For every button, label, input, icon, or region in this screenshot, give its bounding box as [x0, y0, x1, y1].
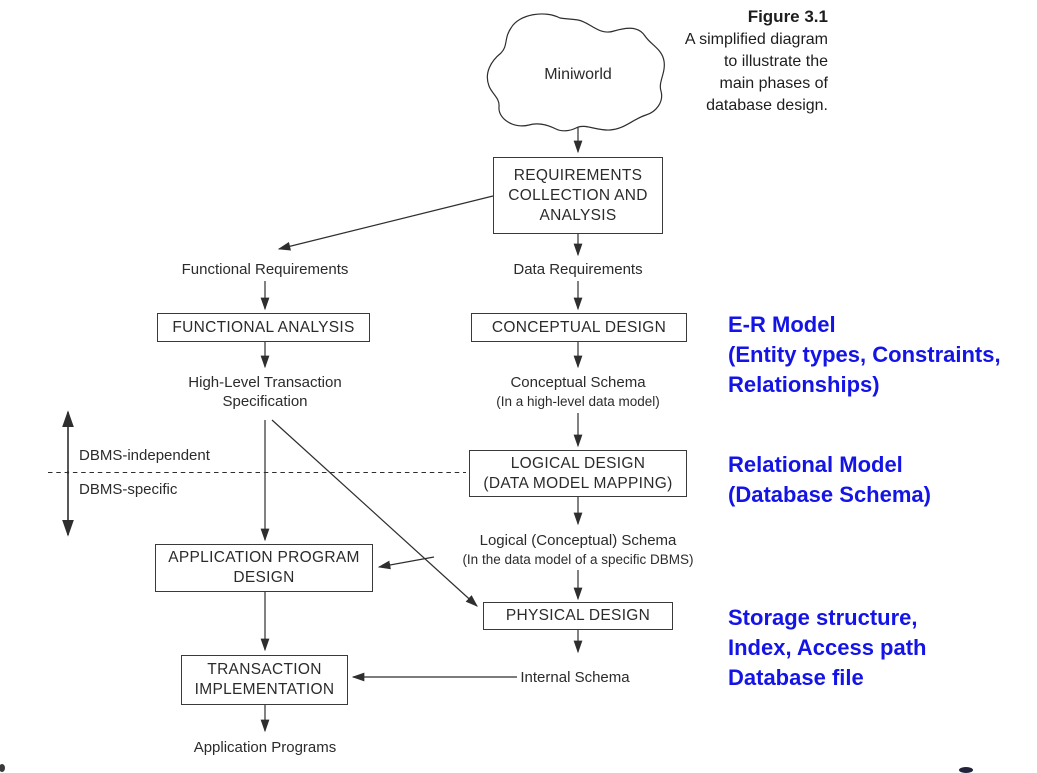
box-line: CONCEPTUAL DESIGN: [491, 318, 667, 336]
figure-caption-title: Figure 3.1: [747, 7, 828, 26]
label-line: Conceptual Schema: [510, 374, 646, 391]
annotation-line: Storage structure,: [728, 605, 918, 630]
miniworld-label: Miniworld: [544, 66, 612, 83]
annotation-er-model: E-R Model (Entity types, Constraints, Re…: [728, 310, 1001, 400]
figure-caption-line: A simplified diagram: [684, 31, 828, 48]
label-high-level-transaction-spec: High-Level Transaction Specification: [140, 373, 390, 411]
box-logical-design: LOGICAL DESIGN (DATA MODEL MAPPING): [469, 450, 687, 497]
arrow-transaction-spec-to-physical-design: [271, 419, 478, 607]
label-conceptual-schema: Conceptual Schema (In a high-level data …: [453, 373, 703, 411]
miniworld-cloud-shape: [486, 13, 665, 132]
annotation-line: Index, Access path: [728, 635, 927, 660]
label-line: Logical (Conceptual) Schema: [479, 532, 677, 549]
label-dbms-specific: DBMS-specific: [79, 481, 178, 498]
label-line: Specification: [222, 393, 308, 410]
box-line: COLLECTION AND: [508, 186, 648, 204]
box-line: IMPLEMENTATION: [194, 681, 335, 698]
annotation-physical-storage: Storage structure, Index, Access path Da…: [728, 603, 926, 693]
box-line: REQUIREMENTS: [513, 166, 643, 184]
label-logical-schema: Logical (Conceptual) Schema (In the data…: [448, 531, 708, 569]
box-application-program-design: APPLICATION PROGRAM DESIGN: [155, 544, 373, 592]
label-functional-requirements: Functional Requirements: [181, 261, 349, 278]
box-line: DESIGN: [233, 569, 295, 586]
box-line: FUNCTIONAL ANALYSIS: [172, 318, 355, 336]
label-application-programs: Application Programs: [193, 739, 337, 756]
box-requirements-collection-analysis: REQUIREMENTS COLLECTION AND ANALYSIS: [493, 157, 663, 234]
label-internal-schema: Internal Schema: [520, 669, 630, 686]
box-conceptual-design: CONCEPTUAL DESIGN: [471, 313, 687, 342]
box-line: (DATA MODEL MAPPING): [483, 474, 673, 492]
annotation-line: (Entity types, Constraints,: [728, 342, 1001, 367]
box-line: PHYSICAL DESIGN: [505, 607, 651, 624]
label-data-requirements: Data Requirements: [513, 261, 643, 278]
arrow-requirements-to-functional-requirements: [277, 195, 494, 251]
annotation-relational-model: Relational Model (Database Schema): [728, 450, 931, 510]
annotation-line: Relational Model: [728, 452, 903, 477]
annotation-line: E-R Model: [728, 312, 836, 337]
box-line: ANALYSIS: [539, 206, 617, 224]
annotation-line: Database file: [728, 665, 864, 690]
annotation-line: (Database Schema): [728, 482, 931, 507]
annotation-line: Relationships): [728, 372, 880, 397]
label-dbms-independent: DBMS-independent: [79, 447, 210, 464]
figure-caption-line: main phases of: [719, 75, 828, 92]
box-functional-analysis: FUNCTIONAL ANALYSIS: [157, 313, 370, 342]
figure-caption-line: to illustrate the: [723, 53, 828, 70]
arrow-logical-schema-to-application-program-design: [377, 556, 435, 570]
box-line: LOGICAL DESIGN: [510, 454, 646, 472]
figure-caption: Figure 3.1 A simplified diagram to illus…: [598, 6, 828, 117]
label-line: (In a high-level data model): [496, 394, 660, 409]
figure-caption-line: database design.: [706, 97, 828, 114]
box-physical-design: PHYSICAL DESIGN: [483, 602, 673, 630]
label-line: High-Level Transaction: [188, 374, 342, 391]
label-line: (In the data model of a specific DBMS): [462, 552, 694, 567]
page-artifact-right: [959, 767, 973, 773]
page-artifact-left: [0, 764, 5, 772]
box-transaction-implementation: TRANSACTION IMPLEMENTATION: [181, 655, 348, 705]
box-line: TRANSACTION: [207, 661, 322, 678]
box-line: APPLICATION PROGRAM: [168, 549, 360, 566]
